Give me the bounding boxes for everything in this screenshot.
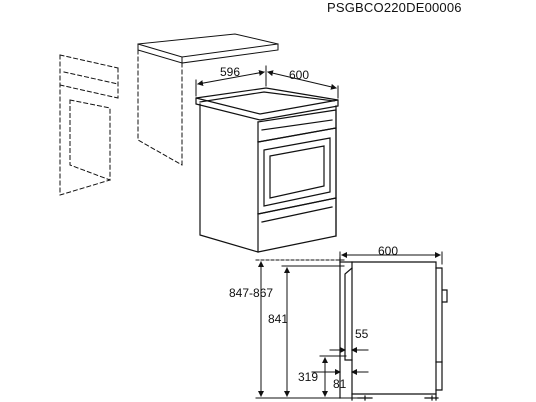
top-width-label: 600 [289,68,310,82]
height-range-dimension [255,259,371,399]
lower-height-label: 319 [298,370,319,384]
top-width-dimension [267,70,339,99]
lower-height-dimension [319,355,347,397]
top-depth-dimension [195,65,267,97]
side-offset-dimension [329,343,369,355]
side-elevation [339,257,448,401]
front-width-label: 600 [378,244,399,258]
front-width-dimension [339,251,443,265]
height-range-label: 847-867 [229,286,274,300]
lower-offset-dimension [311,365,369,377]
document-code: PSGBCO220DE00006 [327,0,462,15]
cooker-body [195,87,339,253]
left-cabinet-outline [59,54,119,196]
body-height-label: 841 [268,312,289,326]
top-depth-label: 596 [220,65,241,79]
side-offset-label: 55 [355,327,369,341]
lower-offset-label: 81 [333,377,347,391]
body-height-dimension [281,265,345,397]
right-cabinet-outline [137,33,279,166]
